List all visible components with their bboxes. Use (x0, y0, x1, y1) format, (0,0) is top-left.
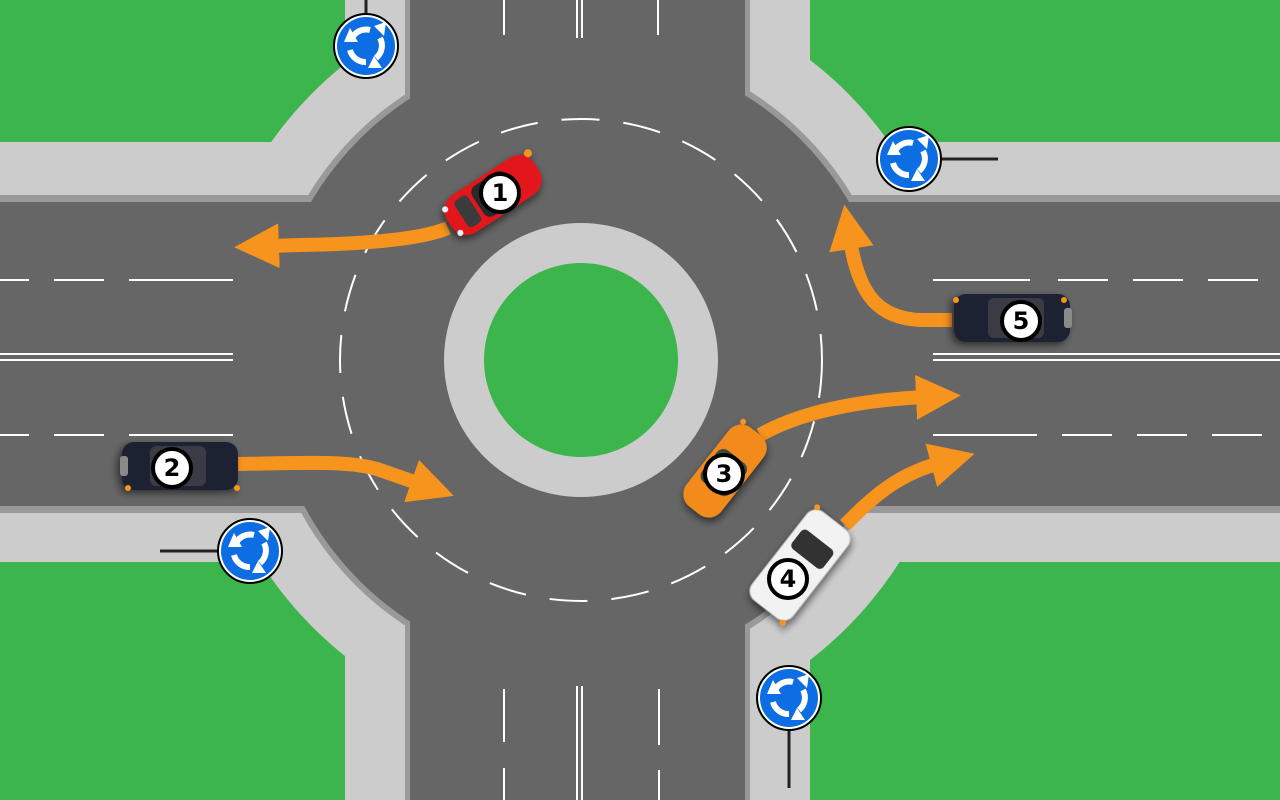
roundabout-sign-west (217, 518, 283, 584)
roundabout-sign-icon (876, 126, 942, 192)
vehicle-number-4: 4 (780, 565, 797, 593)
roundabout-sign-south (756, 665, 822, 731)
vehicle-badge-5: 5 (1000, 300, 1042, 342)
roundabout-sign-east (876, 126, 942, 192)
route-arrows (234, 204, 975, 530)
roundabout-sign-icon (217, 518, 283, 584)
vehicle-number-3: 3 (716, 460, 733, 488)
roundabout-sign-icon (333, 13, 399, 79)
vehicle-number-1: 1 (492, 179, 509, 207)
circulating-lane-divider (339, 118, 823, 602)
vehicle-badge-4: 4 (767, 558, 809, 600)
vehicle-badge-3: 3 (703, 453, 745, 495)
vehicle-number-5: 5 (1013, 307, 1030, 335)
vehicle-number-badges: 1 2 3 4 5 (151, 172, 1042, 600)
route-arrow-vehicle-4 (840, 443, 975, 530)
vehicle-number-2: 2 (164, 454, 181, 482)
route-arrow-vehicle-1 (234, 221, 451, 269)
route-arrow-vehicle-3 (756, 375, 961, 442)
vehicle-badge-1: 1 (479, 172, 521, 214)
route-arrow-vehicle-2 (237, 455, 454, 503)
roundabout-sign-icon (756, 665, 822, 731)
vehicle-badge-2: 2 (151, 447, 193, 489)
route-arrow-vehicle-5 (829, 204, 952, 327)
central-island-grass (484, 263, 678, 457)
roundabout-sign-north (333, 13, 399, 79)
